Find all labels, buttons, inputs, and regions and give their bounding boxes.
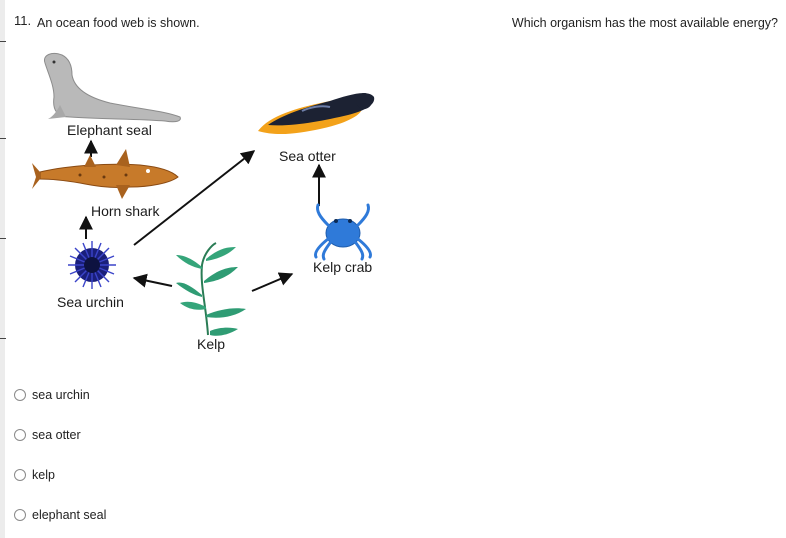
margin-tick [0, 138, 6, 139]
choice-label: sea otter [32, 428, 81, 442]
label-sea-otter: Sea otter [279, 148, 336, 164]
margin-tick [0, 238, 6, 239]
question-number: 11. [14, 13, 32, 28]
elephant-seal-icon [43, 52, 181, 123]
label-horn-shark: Horn shark [91, 203, 160, 219]
arrow-urchin-to-otter [133, 150, 256, 246]
margin-tick [0, 338, 6, 339]
radio-button[interactable] [14, 429, 26, 441]
choice-elephant-seal[interactable]: elephant seal [14, 505, 106, 525]
choice-sea-otter[interactable]: sea otter [14, 425, 81, 445]
food-web-illustration [32, 52, 375, 336]
kelp-crab-icon [314, 203, 372, 261]
label-sea-urchin: Sea urchin [57, 294, 124, 310]
sea-otter-icon [258, 93, 375, 135]
choice-sea-urchin[interactable]: sea urchin [14, 385, 90, 405]
choice-kelp[interactable]: kelp [14, 465, 55, 485]
label-kelp: Kelp [197, 336, 226, 352]
question-prompt: An ocean food web is shown. [37, 16, 200, 30]
left-margin-bar [0, 0, 5, 538]
label-kelp-crab: Kelp crab [313, 259, 373, 275]
sea-urchin-icon [68, 241, 116, 289]
arrow-kelp-to-crab [251, 272, 294, 292]
food-web-figure: Elephant seal Sea otter Horn shark Kelp … [30, 45, 390, 365]
margin-tick [0, 41, 6, 42]
radio-button[interactable] [14, 389, 26, 401]
choice-label: kelp [32, 468, 55, 482]
horn-shark-icon [32, 149, 179, 199]
radio-button[interactable] [14, 509, 26, 521]
kelp-icon [176, 242, 246, 336]
arrow-kelp-to-urchin [132, 273, 173, 288]
choice-label: sea urchin [32, 388, 90, 402]
radio-button[interactable] [14, 469, 26, 481]
label-elephant-seal: Elephant seal [67, 122, 152, 138]
choice-label: elephant seal [32, 508, 107, 522]
question-ask: Which organism has the most available en… [511, 16, 778, 30]
